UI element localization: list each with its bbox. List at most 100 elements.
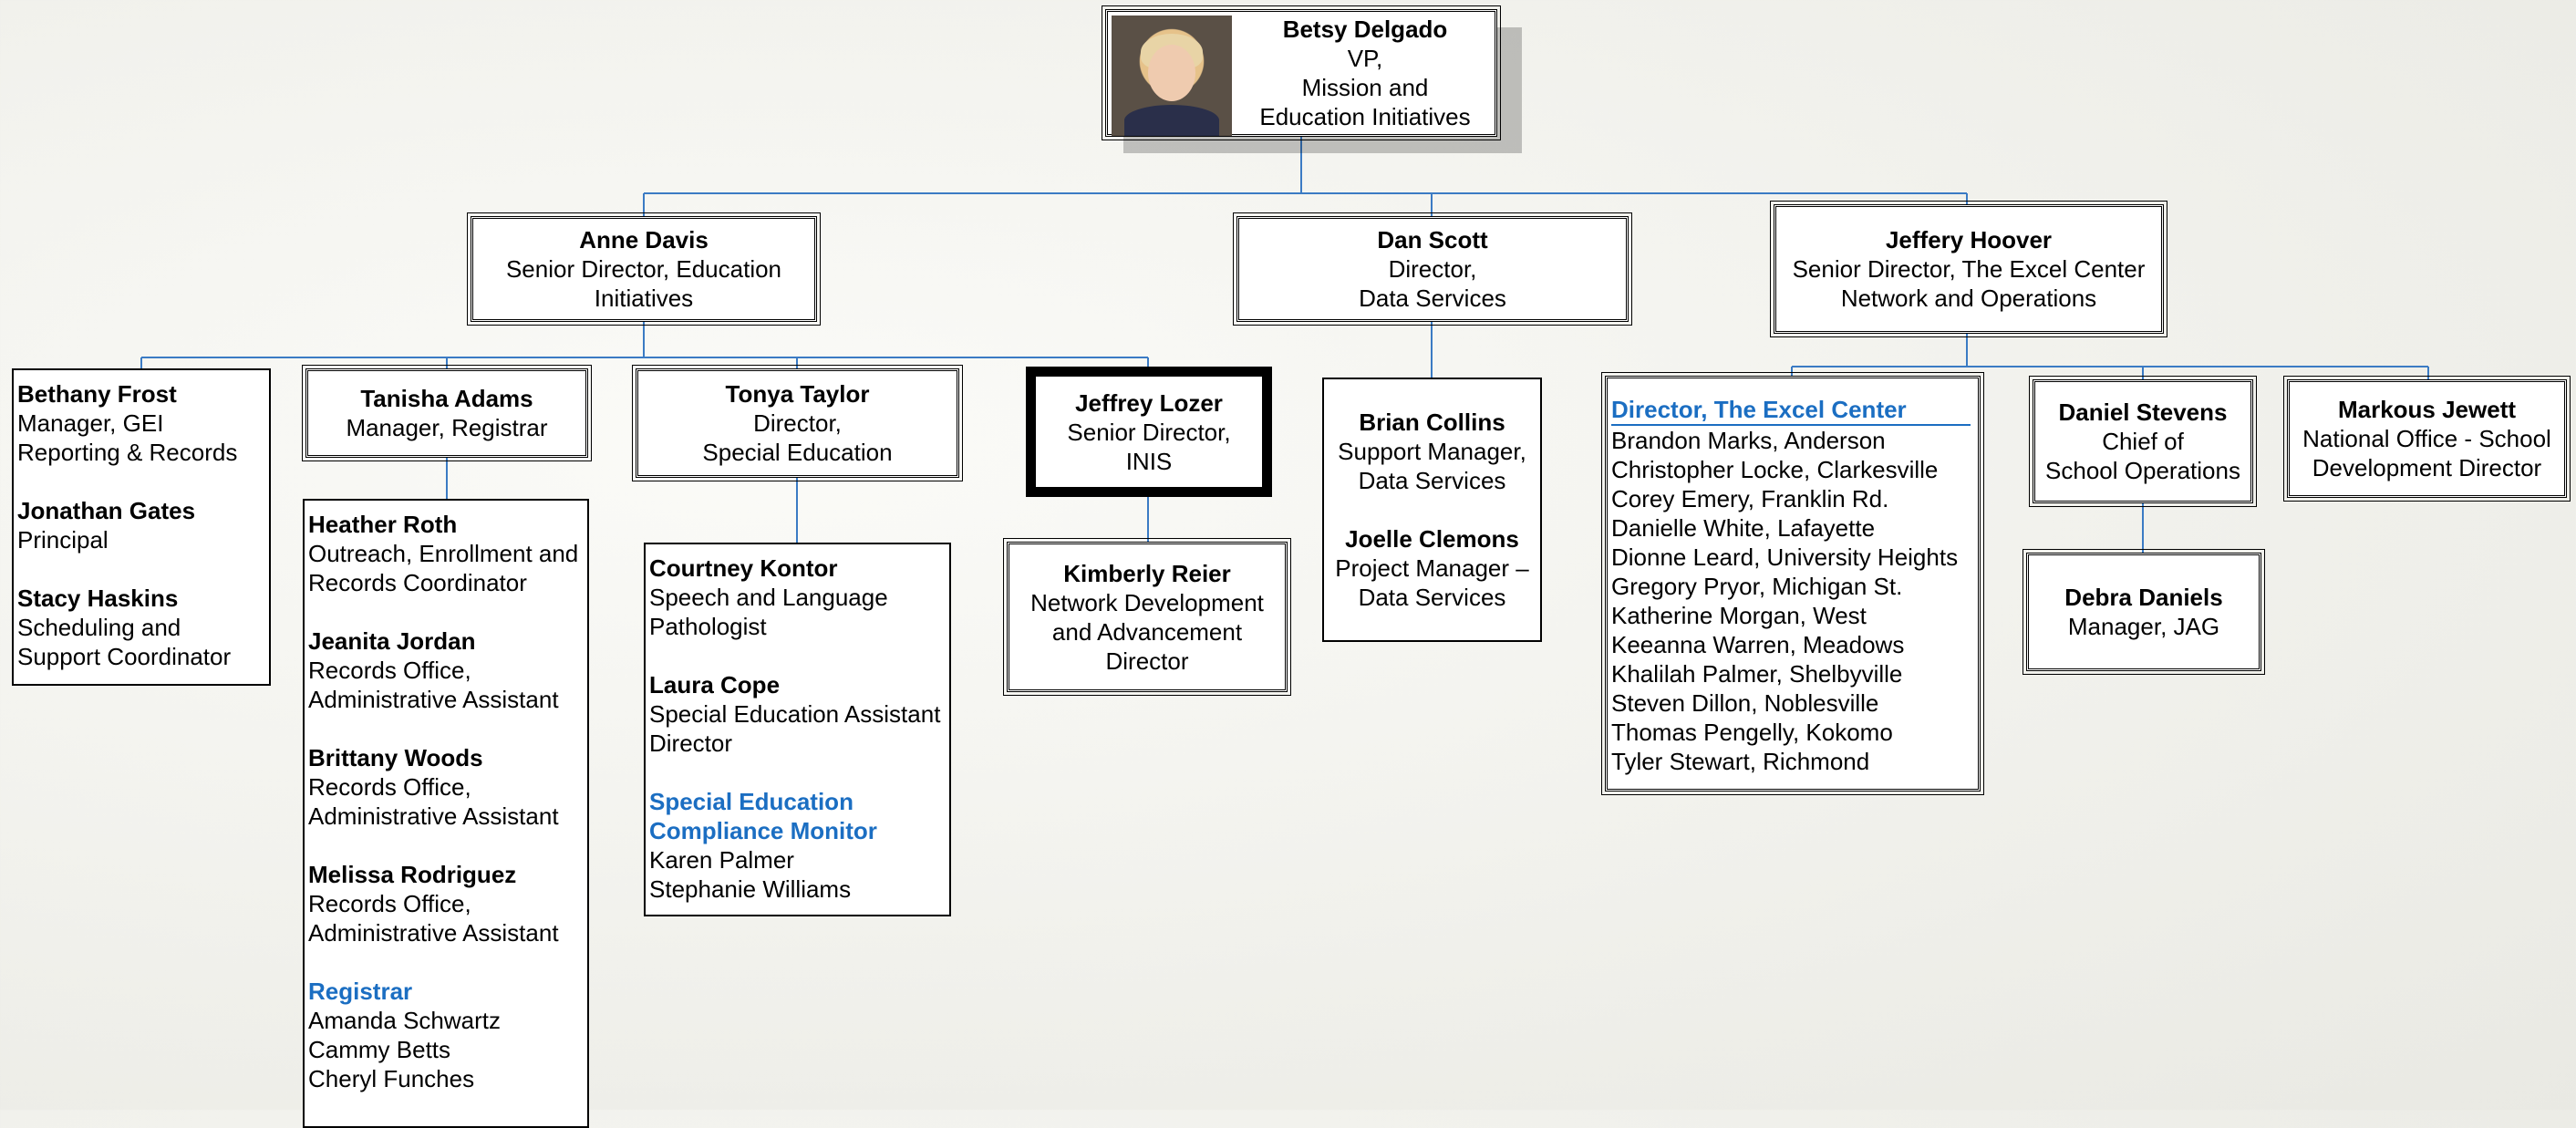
staff-title: Project Manager – xyxy=(1335,554,1529,582)
staff-entry: Joelle Clemons Project Manager – Data Se… xyxy=(1335,524,1528,612)
group-member: Karen Palmer xyxy=(649,846,794,874)
compliance-group: Special Education Compliance Monitor Kar… xyxy=(649,787,946,904)
staff-title: Outreach, Enrollment and xyxy=(308,540,579,567)
dan-scott-box: Dan Scott Director, Data Services xyxy=(1233,212,1632,326)
staff-title: Reporting & Records xyxy=(17,439,238,466)
staff-title: Data Services xyxy=(1358,467,1506,494)
director-entry: Keeanna Warren, Meadows xyxy=(1611,631,1905,658)
markous-title-1: National Office - School xyxy=(2302,425,2551,452)
group-member: Cammy Betts xyxy=(308,1036,451,1063)
staff-entry: Brian Collins Support Manager, Data Serv… xyxy=(1338,408,1526,495)
staff-name: Heather Roth xyxy=(308,511,458,538)
jeffery-name: Jeffery Hoover xyxy=(1885,226,2053,254)
staff-entry: Courtney Kontor Speech and Language Path… xyxy=(649,554,946,641)
kimberly-reier-box: Kimberly Reier Network Development and A… xyxy=(1003,538,1291,696)
staff-entry: Jeanita Jordan Records Office, Administr… xyxy=(308,626,584,714)
markous-title-2: Development Director xyxy=(2312,454,2542,481)
staff-name: Joelle Clemons xyxy=(1345,525,1519,553)
staff-title: Manager, GEI xyxy=(17,409,164,437)
jeffrey-lozer-title-1: Senior Director, xyxy=(1067,418,1231,446)
tanisha-title: Manager, Registrar xyxy=(346,414,548,441)
staff-title: Speech and Language xyxy=(649,584,888,611)
director-entry: Katherine Morgan, West xyxy=(1611,602,1867,629)
group-member: Cheryl Funches xyxy=(308,1065,475,1092)
ceo-title-2: Mission and xyxy=(1301,74,1429,101)
group-title: Special Education xyxy=(649,788,853,815)
tanisha-adams-box: Tanisha Adams Manager, Registrar xyxy=(302,365,592,461)
group-title: Registrar xyxy=(308,978,413,1005)
staff-name: Stacy Haskins xyxy=(17,585,179,612)
staff-name: Bethany Frost xyxy=(17,380,177,408)
kimberly-title-2: and Advancement xyxy=(1051,617,1243,646)
staff-title: Principal xyxy=(17,526,109,554)
director-entry: Thomas Pengelly, Kokomo xyxy=(1611,719,1893,746)
jeffrey-lozer-title-2: INIS xyxy=(1125,447,1173,475)
staff-name: Courtney Kontor xyxy=(649,554,838,582)
daniel-name: Daniel Stevens xyxy=(2058,398,2228,426)
staff-entry: Stacy Haskins Scheduling and Support Coo… xyxy=(17,584,265,671)
tonya-taylor-box: Tonya Taylor Director, Special Education xyxy=(632,365,963,481)
group-member: Stephanie Williams xyxy=(649,875,852,903)
staff-entry: Laura Cope Special Education Assistant D… xyxy=(649,670,946,758)
jeffrey-lozer-box: Jeffrey Lozer Senior Director, INIS xyxy=(1026,367,1272,497)
jeffery-title-1: Senior Director, The Excel Center xyxy=(1792,255,2146,283)
jeffrey-lozer-name: Jeffrey Lozer xyxy=(1075,388,1223,417)
registrar-team-box: Heather Roth Outreach, Enrollment and Re… xyxy=(303,499,589,1128)
staff-title: Director xyxy=(649,730,733,757)
jeffery-hoover-box: Jeffery Hoover Senior Director, The Exce… xyxy=(1770,201,2167,337)
daniel-title-1: Chief of xyxy=(2102,428,2184,455)
anne-title-1: Senior Director, Education xyxy=(505,255,782,283)
kimberly-title-1: Network Development xyxy=(1030,588,1264,616)
staff-title: Administrative Assistant xyxy=(308,919,559,947)
staff-title: Support Coordinator xyxy=(17,643,232,670)
ceo-title-1: VP, xyxy=(1347,45,1383,72)
staff-name: Melissa Rodriguez xyxy=(308,861,517,888)
dan-title-2: Data Services xyxy=(1359,285,1506,312)
ceo-photo xyxy=(1112,16,1232,136)
director-entry: Dionne Leard, University Heights xyxy=(1611,543,1959,571)
staff-title: Records Office, xyxy=(308,657,471,684)
tonya-name: Tonya Taylor xyxy=(725,380,870,408)
registrar-group: Registrar Amanda Schwartz Cammy Betts Ch… xyxy=(308,977,584,1093)
data-services-team-box: Brian Collins Support Manager, Data Serv… xyxy=(1322,378,1542,642)
staff-title: Pathologist xyxy=(649,613,767,640)
jeffery-title-2: Network and Operations xyxy=(1840,285,2097,312)
staff-name: Jonathan Gates xyxy=(17,497,196,524)
director-entry: Danielle White, Lafayette xyxy=(1611,514,1876,542)
staff-title: Scheduling and xyxy=(17,614,181,641)
staff-entry: Jonathan Gates Principal xyxy=(17,496,265,554)
group-member: Amanda Schwartz xyxy=(308,1007,501,1034)
director-entry: Steven Dillon, Noblesville xyxy=(1611,689,1879,717)
tonya-title-2: Special Education xyxy=(702,439,893,466)
tonya-title-1: Director, xyxy=(753,409,842,437)
director-entry: Brandon Marks, Anderson xyxy=(1611,427,1886,454)
staff-name: Laura Cope xyxy=(649,671,781,699)
staff-entry: Bethany Frost Manager, GEI Reporting & R… xyxy=(17,379,265,467)
excel-center-box: Director, The Excel Center Brandon Marks… xyxy=(1601,372,1984,795)
staff-title: Records Office, xyxy=(308,773,471,801)
staff-entry: Melissa Rodriguez Records Office, Admini… xyxy=(308,860,584,947)
staff-title: Administrative Assistant xyxy=(308,802,559,830)
group-title: Compliance Monitor xyxy=(649,817,877,844)
director-entry: Gregory Pryor, Michigan St. xyxy=(1611,573,1903,600)
anne-name: Anne Davis xyxy=(579,226,709,254)
dan-name: Dan Scott xyxy=(1377,226,1488,254)
staff-title: Records Coordinator xyxy=(308,569,527,596)
daniel-title-2: School Operations xyxy=(2045,457,2240,484)
ceo-title-3: Education Initiatives xyxy=(1259,103,1471,130)
anne-davis-box: Anne Davis Senior Director, Education In… xyxy=(467,212,821,326)
staff-title: Special Education Assistant xyxy=(649,700,941,728)
special-ed-team-box: Courtney Kontor Speech and Language Path… xyxy=(644,543,951,916)
staff-name: Brian Collins xyxy=(1359,409,1505,436)
anne-title-2: Initiatives xyxy=(594,285,694,312)
staff-entry: Heather Roth Outreach, Enrollment and Re… xyxy=(308,510,584,597)
tanisha-name: Tanisha Adams xyxy=(360,385,533,412)
staff-name: Jeanita Jordan xyxy=(308,627,476,655)
markous-name: Markous Jewett xyxy=(2337,396,2517,423)
staff-title: Support Manager, xyxy=(1338,438,1526,465)
kimberly-title-3: Director xyxy=(1105,647,1189,675)
director-entry: Corey Emery, Franklin Rd. xyxy=(1611,485,1889,512)
debra-daniels-box: Debra Daniels Manager, JAG xyxy=(2023,549,2265,675)
staff-name: Brittany Woods xyxy=(308,744,483,771)
ceo-box: Betsy Delgado VP, Mission and Education … xyxy=(1102,5,1501,140)
